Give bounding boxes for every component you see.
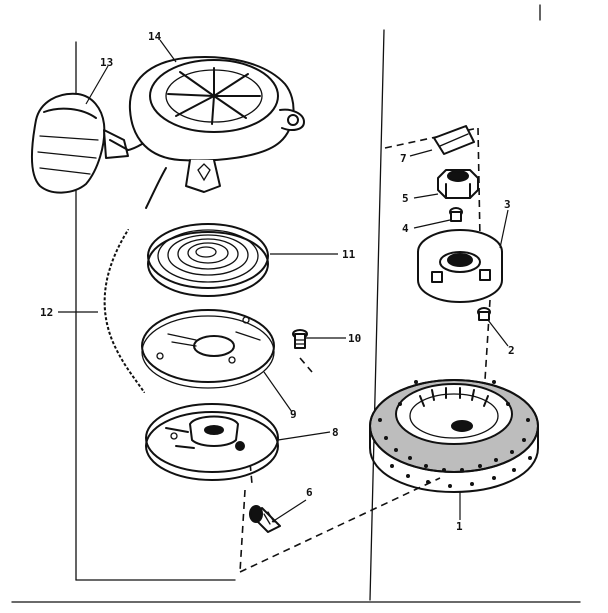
recoil-spring xyxy=(147,223,269,297)
callout-7: 7 xyxy=(400,152,407,165)
friction-plate xyxy=(141,309,275,389)
callout-labels: 14 13 11 12 10 9 8 6 7 5 4 3 2 1 xyxy=(40,30,515,533)
frame-lines xyxy=(11,4,581,603)
starter-housing xyxy=(117,56,305,209)
screw-4 xyxy=(449,207,463,222)
flywheel-fins xyxy=(419,387,489,407)
housing-ribs xyxy=(167,67,261,125)
callout-10: 10 xyxy=(348,332,361,345)
starter-nut-5 xyxy=(437,169,479,199)
callout-8: 8 xyxy=(332,426,339,439)
flywheel-texture xyxy=(378,380,532,488)
screw-10 xyxy=(292,329,308,349)
callout-14: 14 xyxy=(148,30,162,43)
callout-11: 11 xyxy=(342,248,356,261)
flywheel-1 xyxy=(369,379,539,493)
callout-4: 4 xyxy=(402,222,409,235)
callout-13: 13 xyxy=(100,56,113,69)
bolt-6 xyxy=(249,505,281,533)
leader-lines xyxy=(58,39,509,523)
callout-2: 2 xyxy=(508,344,515,357)
callout-12: 12 xyxy=(40,306,53,319)
starter-rope xyxy=(102,228,146,394)
pulley-plate xyxy=(145,403,279,481)
key-7 xyxy=(433,125,475,155)
callout-5: 5 xyxy=(402,192,409,205)
starter-handle xyxy=(30,92,129,194)
starter-cup-3 xyxy=(417,229,503,303)
callout-1: 1 xyxy=(456,520,463,533)
callout-6: 6 xyxy=(306,486,313,499)
callout-9: 9 xyxy=(290,408,297,421)
screw-2 xyxy=(477,307,491,321)
callout-3: 3 xyxy=(504,198,511,211)
